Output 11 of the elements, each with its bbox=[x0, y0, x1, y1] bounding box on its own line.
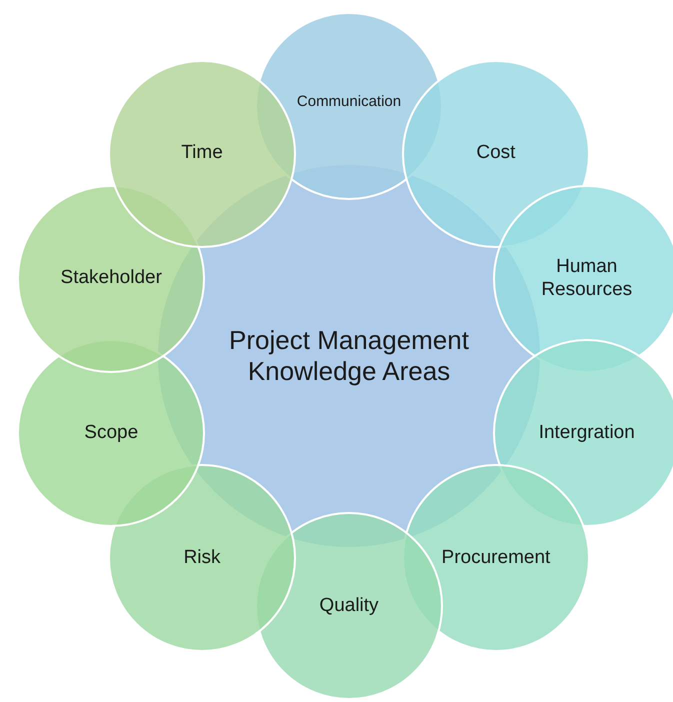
area-label: Scope bbox=[84, 422, 138, 445]
area-label: Cost bbox=[476, 142, 516, 166]
center-title: Project Management Knowledge Areas bbox=[228, 324, 470, 388]
area-label: Time bbox=[181, 142, 223, 166]
area-label: Risk bbox=[184, 546, 221, 570]
area-label: Quality bbox=[319, 594, 379, 618]
area-label: Human Resources bbox=[540, 256, 634, 302]
area-label: Communication bbox=[296, 93, 402, 111]
area-label: Procurement bbox=[442, 546, 550, 570]
area-label: Intergration bbox=[538, 422, 635, 445]
area-label: Stakeholder bbox=[60, 267, 162, 290]
